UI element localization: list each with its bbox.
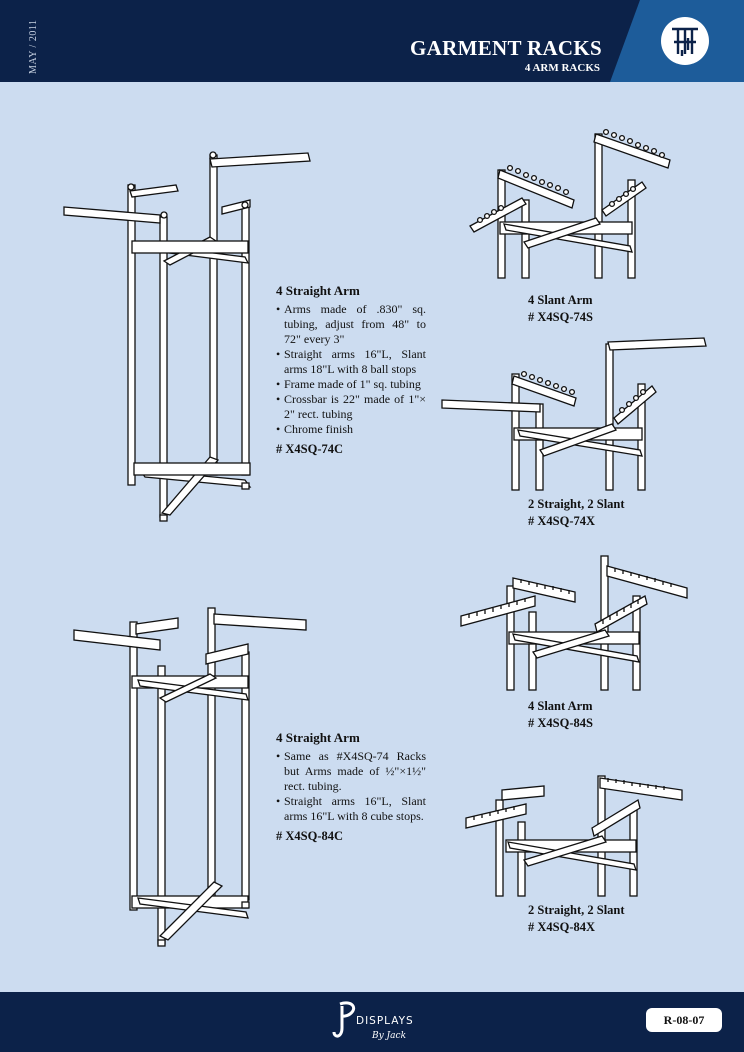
rack-illustration-x4sq-84x xyxy=(465,775,683,897)
rack-illustration-x4sq-74s xyxy=(469,128,671,279)
rack-illustration-x4sq-84s xyxy=(460,555,688,691)
rack-illustration-x4sq-74x xyxy=(441,337,707,491)
feature-item: Frame made of 1" sq. tubing xyxy=(276,377,426,392)
feature-list: Same as #X4SQ-74 Racks but Arms made of … xyxy=(276,749,426,824)
caption-x4sq-84x: 2 Straight, 2 Slant # X4SQ-84X xyxy=(528,902,625,936)
product-heading: 4 Straight Arm xyxy=(276,730,360,745)
feature-list: Arms made of .830" sq. tubing, adjust fr… xyxy=(276,302,426,437)
product-description-84c: 4 Straight Arm Same as #X4SQ-74 Racks bu… xyxy=(276,730,426,844)
caption-sku: # X4SQ-84S xyxy=(528,716,593,730)
page-header: MAY / 2011 GARMENT RACKS 4 ARM RACKS xyxy=(0,0,744,82)
page-number: R-08-07 xyxy=(646,1008,722,1032)
feature-item: Straight arms 16"L, Slant arms 16"L with… xyxy=(276,794,426,824)
rack-illustration-x4sq-74c xyxy=(63,151,311,522)
product-description-74c: 4 Straight Arm Arms made of .830" sq. tu… xyxy=(276,283,426,457)
feature-item: Crossbar is 22" made of 1"× 2" rect. tub… xyxy=(276,392,426,422)
caption-name: 4 Slant Arm xyxy=(528,293,593,307)
product-sku: # X4SQ-74C xyxy=(276,442,344,456)
caption-x4sq-84s: 4 Slant Arm # X4SQ-84S xyxy=(528,698,593,732)
page-footer: DISPLAYS By Jack xyxy=(0,992,744,1052)
caption-sku: # X4SQ-84X xyxy=(528,920,596,934)
caption-sku: # X4SQ-74X xyxy=(528,514,596,528)
caption-name: 2 Straight, 2 Slant xyxy=(528,903,625,917)
caption-sku: # X4SQ-74S xyxy=(528,310,593,324)
issue-date: MAY / 2011 xyxy=(28,19,39,74)
page-subtitle: 4 ARM RACKS xyxy=(524,62,600,74)
caption-name: 4 Slant Arm xyxy=(528,699,593,713)
page-title: GARMENT RACKS xyxy=(410,36,602,60)
company-logo-icon xyxy=(661,17,709,65)
brand-name: DISPLAYS xyxy=(356,1015,414,1027)
caption-x4sq-74s: 4 Slant Arm # X4SQ-74S xyxy=(528,292,593,326)
feature-item: Same as #X4SQ-74 Racks but Arms made of … xyxy=(276,749,426,794)
feature-item: Chrome finish xyxy=(276,422,426,437)
brand-subtitle: By Jack xyxy=(371,1031,406,1041)
feature-item: Arms made of .830" sq. tubing, adjust fr… xyxy=(276,302,426,347)
product-heading: 4 Straight Arm xyxy=(276,283,360,298)
rack-illustration-x4sq-84c xyxy=(73,607,307,947)
product-sku: # X4SQ-84C xyxy=(276,829,344,843)
feature-item: Straight arms 16"L, Slant arms 18"L with… xyxy=(276,347,426,377)
caption-name: 2 Straight, 2 Slant xyxy=(528,497,625,511)
caption-x4sq-74x: 2 Straight, 2 Slant # X4SQ-74X xyxy=(528,496,625,530)
displays-by-jack-logo: DISPLAYS By Jack xyxy=(332,1001,414,1041)
